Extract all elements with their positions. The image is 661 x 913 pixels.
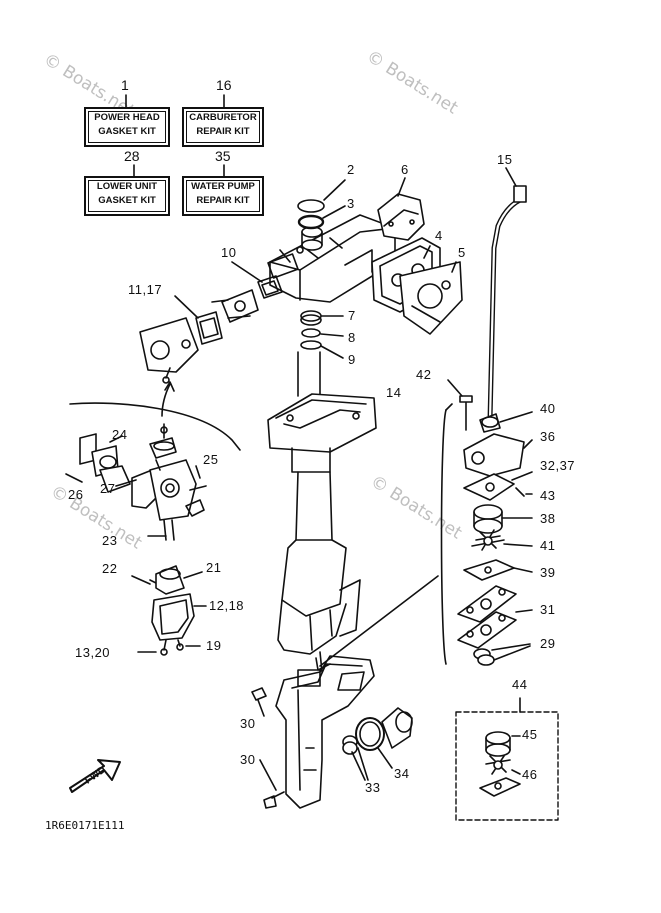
- callout-26: 26: [68, 487, 84, 502]
- callout-31: 31: [540, 602, 556, 617]
- callout-19: 19: [206, 638, 222, 653]
- kit-number: 16: [216, 77, 232, 93]
- callout-40: 40: [540, 401, 556, 416]
- callout-30: 30: [240, 716, 256, 731]
- callout-21: 21: [206, 560, 222, 575]
- kit-line: GASKET KIT: [98, 195, 156, 206]
- callout-38: 38: [540, 511, 556, 526]
- callout-30: 30: [240, 752, 256, 767]
- kit-number: 28: [124, 148, 140, 164]
- callout-12-18: 12,18: [209, 598, 245, 613]
- kit-line: WATER PUMP: [191, 181, 255, 192]
- kit-number: 35: [215, 148, 231, 164]
- callout-14: 14: [386, 385, 402, 400]
- callout-45: 45: [522, 727, 538, 742]
- kit-line: CARBURETOR: [189, 112, 257, 123]
- callout-2: 2: [347, 162, 355, 177]
- callout-24: 24: [112, 427, 128, 442]
- callout-33: 33: [365, 780, 381, 795]
- callout-11-17: 11,17: [128, 282, 163, 297]
- callout-13-20: 13,20: [75, 645, 111, 660]
- callout-42: 42: [416, 367, 432, 382]
- kit-line: POWER HEAD: [94, 112, 160, 123]
- callout-3: 3: [347, 196, 355, 211]
- callout-4: 4: [435, 228, 443, 243]
- callout-22: 22: [102, 561, 118, 576]
- oil-seal: [297, 214, 325, 230]
- callout-29: 29: [540, 636, 556, 651]
- kit-label-water-pump-repair: WATER PUMP REPAIR KIT: [182, 176, 264, 216]
- callout-46: 46: [522, 767, 538, 782]
- callout-32-37: 32,37: [540, 458, 576, 473]
- water-pump-group: [447, 379, 533, 666]
- diagram-code: 1R6E0171E111: [45, 819, 125, 832]
- callout-7: 7: [348, 308, 356, 323]
- callout-27: 27: [100, 481, 116, 496]
- callout-41: 41: [540, 538, 556, 553]
- callout-5: 5: [458, 245, 466, 260]
- callout-6: 6: [401, 162, 409, 177]
- kit-number: 1: [121, 77, 129, 93]
- cylinder-block: [267, 214, 396, 303]
- callout-9: 9: [348, 352, 356, 367]
- kit-label-lower-unit-gasket: LOWER UNIT GASKET KIT: [84, 176, 170, 216]
- callout-39: 39: [540, 565, 556, 580]
- callout-23: 23: [102, 533, 118, 548]
- callout-36: 36: [540, 429, 556, 444]
- lower-unit: [275, 651, 375, 809]
- kit-label-carburetor-repair: CARBURETOR REPAIR KIT: [182, 107, 264, 147]
- callout-43: 43: [540, 488, 556, 503]
- kit-line: REPAIR KIT: [196, 126, 250, 137]
- kit-line: LOWER UNIT: [96, 181, 158, 192]
- drive-shaft-housing: [267, 351, 377, 655]
- callout-44: 44: [512, 677, 528, 692]
- kit-line: REPAIR KIT: [196, 195, 250, 206]
- o-ring: [297, 199, 325, 213]
- kit-label-power-head-gasket: POWER HEAD GASKET KIT: [84, 107, 170, 147]
- callout-15: 15: [497, 152, 513, 167]
- carburetor-group: [65, 423, 207, 541]
- callout-25: 25: [203, 452, 219, 467]
- callout-8: 8: [348, 330, 356, 345]
- kit-line: GASKET KIT: [98, 126, 156, 137]
- callout-10: 10: [221, 245, 237, 260]
- callout-34: 34: [394, 766, 410, 781]
